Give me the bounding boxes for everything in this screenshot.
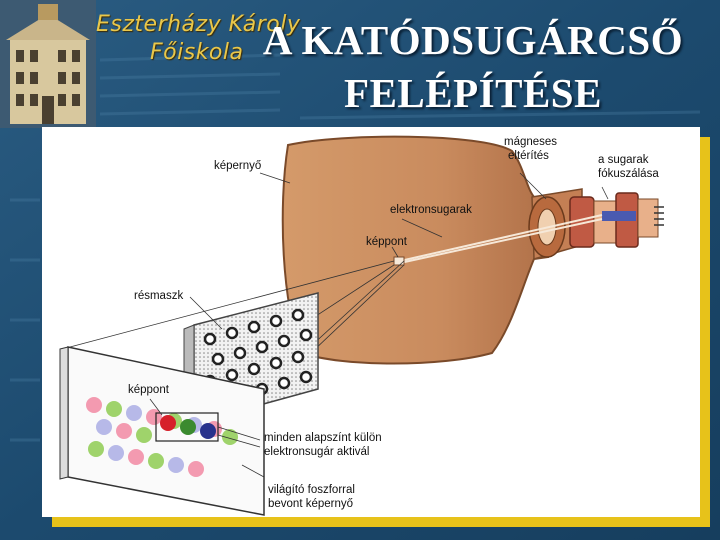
label-magneses-2: eltérítés <box>508 150 549 162</box>
pixel-on-tube <box>394 257 404 265</box>
label-elektronsugarak: elektronsugarak <box>390 204 472 216</box>
label-magneses-1: mágneses <box>504 136 557 148</box>
label-foszfor-1: világító foszforral <box>268 484 355 496</box>
crt-diagram: képernyő mágneses eltérítés a sugarak fó… <box>42 127 700 517</box>
label-fokusz-1: a sugarak <box>598 154 649 166</box>
label-resmaszk: résmaszk <box>134 290 183 302</box>
label-kepernyo: képernyő <box>214 160 261 172</box>
title-line2: FELÉPÍTÉSE <box>238 67 708 120</box>
label-keppont-screen: képpont <box>128 384 170 396</box>
crt-tube-body <box>283 137 548 364</box>
label-foszfor-2: bevont képernyő <box>268 498 353 510</box>
logo-text-line2: Főiskola <box>150 40 243 65</box>
label-keppont-tube: képpont <box>366 236 408 248</box>
label-alapszin-2: elektronsugár aktivál <box>264 446 369 458</box>
label-fokusz-2: fókuszálása <box>598 168 659 180</box>
college-logo: Eszterházy Károly Főiskola <box>0 0 240 128</box>
diagram-frame: képernyő mágneses eltérítés a sugarak fó… <box>42 127 700 517</box>
label-alapszin-1: minden alapszínt külön <box>264 432 382 444</box>
title-line1: A KATÓDSUGÁRCSŐ <box>238 14 708 67</box>
slide-title: A KATÓDSUGÁRCSŐ FELÉPÍTÉSE <box>238 14 708 120</box>
building-icon <box>0 0 96 128</box>
